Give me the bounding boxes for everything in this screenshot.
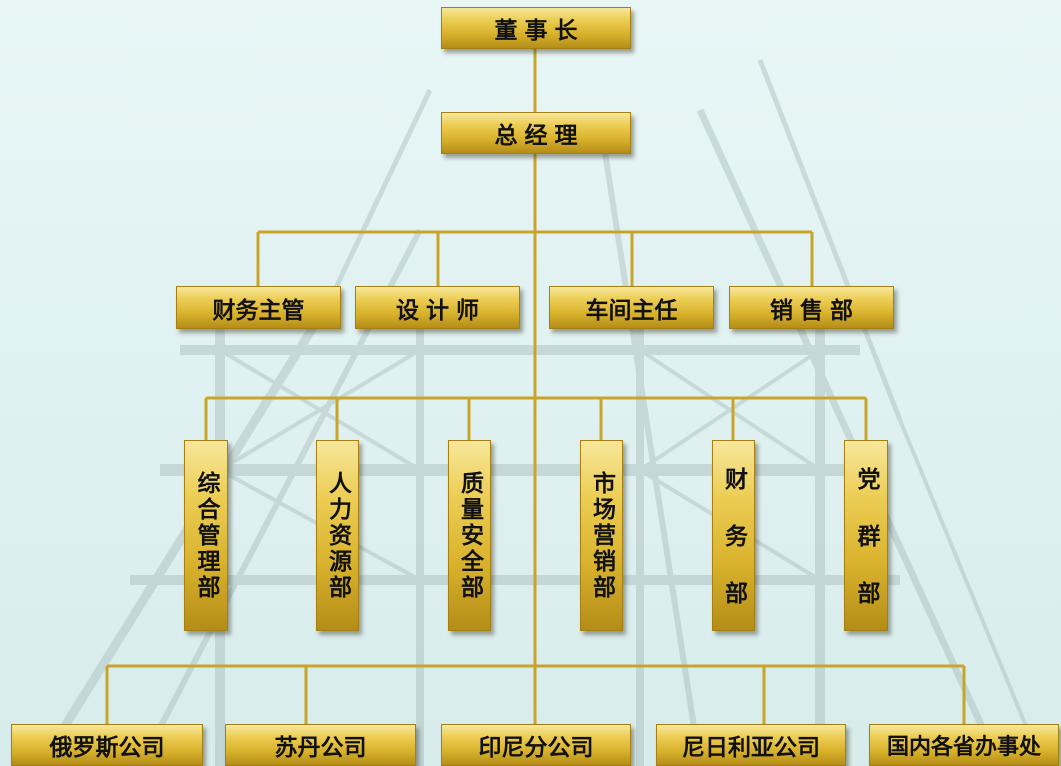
node-nigeria-company: 尼日利亚公司: [656, 724, 846, 766]
node-russia-company: 俄罗斯公司: [11, 724, 203, 766]
node-general-management-dept: 综合管理部: [184, 440, 228, 631]
node-party-mass-dept: 党群部: [844, 440, 888, 638]
node-designer: 设计师: [355, 286, 520, 329]
node-indonesia-branch: 印尼分公司: [441, 724, 631, 766]
node-sudan-company: 苏丹公司: [225, 724, 416, 766]
node-quality-safety-dept: 质量安全部: [448, 440, 491, 631]
node-general-manager: 总经理: [441, 112, 631, 154]
node-domestic-offices: 国内各省办事处: [869, 724, 1059, 766]
node-sales-dept: 销售部: [729, 286, 894, 329]
node-hr-dept: 人力资源部: [316, 440, 359, 631]
node-finance-dept: 财务部: [712, 440, 755, 638]
node-marketing-dept: 市场营销部: [580, 440, 623, 631]
node-finance-supervisor: 财务主管: [176, 286, 341, 329]
node-workshop-director: 车间主任: [549, 286, 714, 329]
node-chairman: 董事长: [441, 7, 631, 49]
